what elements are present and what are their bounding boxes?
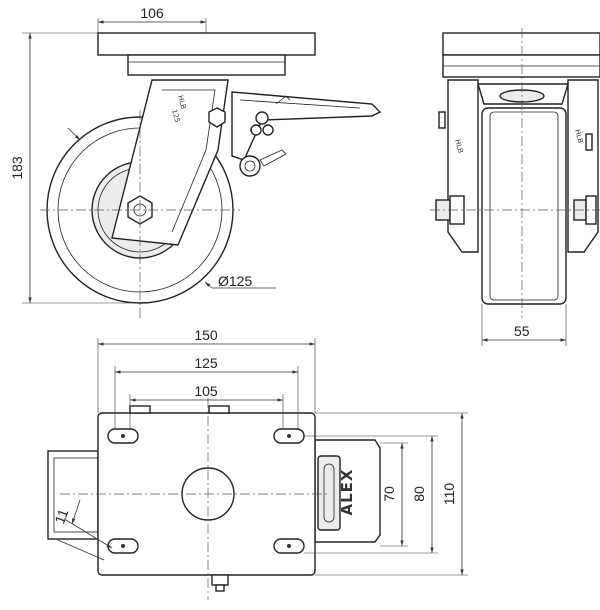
- front-view: HLB HLB 55: [430, 28, 600, 346]
- bolt-slots: [107, 428, 305, 554]
- dim-bolt-spacing-side-inner: 70: [381, 486, 397, 502]
- plan-brake-pad: [317, 455, 341, 531]
- front-fork-left: [447, 79, 479, 253]
- dim-top-plate-width: 106: [140, 5, 164, 21]
- brand-text: ALEX: [338, 469, 356, 516]
- front-wheel: [481, 107, 567, 305]
- dim-plate-depth: 110: [441, 483, 457, 506]
- side-brake-nut: [208, 107, 226, 128]
- dim-plate-width: 150: [194, 327, 218, 343]
- svg-text:HLB: HLB: [573, 128, 584, 144]
- dim-wheel-width: 55: [514, 323, 530, 339]
- side-view: HLB 125 106 183 Ø125: [9, 5, 382, 320]
- side-swivel-head: [127, 54, 286, 76]
- fork-text-b: 125: [170, 108, 181, 123]
- side-brake-knob: [239, 155, 261, 177]
- front-top-plate: [442, 32, 600, 56]
- fork-text-a: HLB: [176, 94, 187, 110]
- dim-bolt-spacing-inner: 105: [194, 383, 218, 399]
- dim-bolt-spacing-outer: 125: [194, 355, 218, 371]
- plan-view: ALEX 150: [47, 327, 468, 600]
- dim-bolt-spacing-side-outer: 80: [411, 486, 427, 502]
- svg-text:HLB: HLB: [453, 138, 464, 154]
- dim-wheel-diameter: Ø125: [218, 273, 252, 289]
- side-top-plate: [97, 32, 316, 56]
- plan-side-bracket: [47, 450, 99, 540]
- dim-bolt-hole-size: 11: [51, 507, 71, 526]
- dim-overall-height: 183: [9, 156, 25, 180]
- front-fork-right: [567, 79, 599, 253]
- side-brake-pedal: [231, 91, 382, 161]
